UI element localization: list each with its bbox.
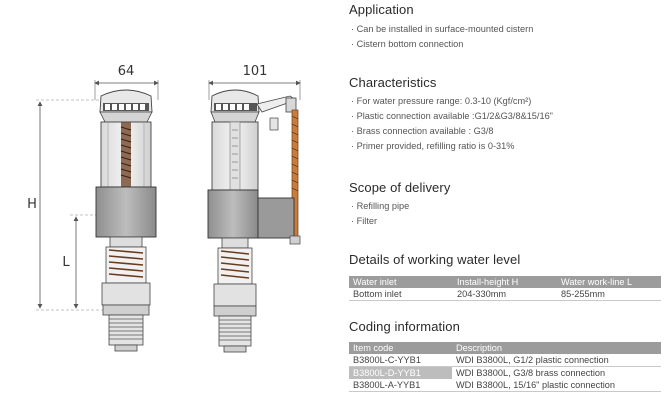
scope-heading: Scope of delivery [349, 180, 451, 195]
front-view: 64 H L [27, 64, 159, 352]
table-row: Bottom inlet 204-330mm 85-255mm [349, 288, 661, 301]
table-cell: B3800L-D-YYB1 [349, 366, 452, 379]
coding-heading: Coding information [349, 319, 460, 334]
side-width-label: 101 [243, 64, 268, 79]
application-heading: Application [349, 2, 414, 17]
table-header-cell: Water inlet [349, 276, 453, 288]
height-label: H [27, 197, 37, 212]
table-cell: WDI B3800L, G3/8 brass connection [452, 366, 661, 379]
table-header-row: Item code Description [349, 342, 661, 354]
application-item: Can be installed in surface-mounted cist… [351, 24, 534, 34]
working-level-table: Water inlet Install-height H Water work-… [349, 276, 661, 301]
table-cell: WDI B3800L, G1/2 plastic connection [452, 354, 661, 367]
table-row: B3800L-A-YYB1 WDI B3800L, 15/16" plastic… [349, 379, 661, 392]
front-width-label: 64 [118, 64, 135, 79]
working-level-heading: Details of working water level [349, 252, 521, 267]
table-cell: Bottom inlet [349, 288, 453, 301]
table-row: B3800L-D-YYB1 WDI B3800L, G3/8 brass con… [349, 366, 661, 379]
table-cell: B3800L-A-YYB1 [349, 379, 452, 392]
characteristics-heading: Characteristics [349, 75, 437, 90]
table-header-cell: Description [452, 342, 661, 354]
characteristics-item: For water pressure range: 0.3-10 (Kgf/cm… [351, 96, 532, 106]
technical-drawings: 64 H L [27, 64, 301, 353]
table-cell: WDI B3800L, 15/16" plastic connection [452, 379, 661, 392]
table-header-row: Water inlet Install-height H Water work-… [349, 276, 661, 288]
table-header-cell: Install-height H [453, 276, 557, 288]
length-label: L [62, 255, 70, 270]
table-row: B3800L-C-YYB1 WDI B3800L, G1/2 plastic c… [349, 354, 661, 367]
coding-table: Item code Description B3800L-C-YYB1 WDI … [349, 342, 661, 392]
scope-item: Refilling pipe [351, 201, 410, 211]
application-item: Cistern bottom connection [351, 39, 464, 49]
side-view: 101 [207, 64, 301, 353]
scope-item: Filter [351, 216, 377, 226]
table-header-cell: Item code [349, 342, 452, 354]
table-cell: 204-330mm [453, 288, 557, 301]
characteristics-item: Brass connection available : G3/8 [351, 126, 494, 136]
table-cell: 85-255mm [557, 288, 661, 301]
table-cell: B3800L-C-YYB1 [349, 354, 452, 367]
table-header-cell: Water work-line L [557, 276, 661, 288]
characteristics-item: Plastic connection available :G1/2&G3/8&… [351, 111, 553, 121]
characteristics-item: Primer provided, refilling ratio is 0-31… [351, 141, 515, 151]
